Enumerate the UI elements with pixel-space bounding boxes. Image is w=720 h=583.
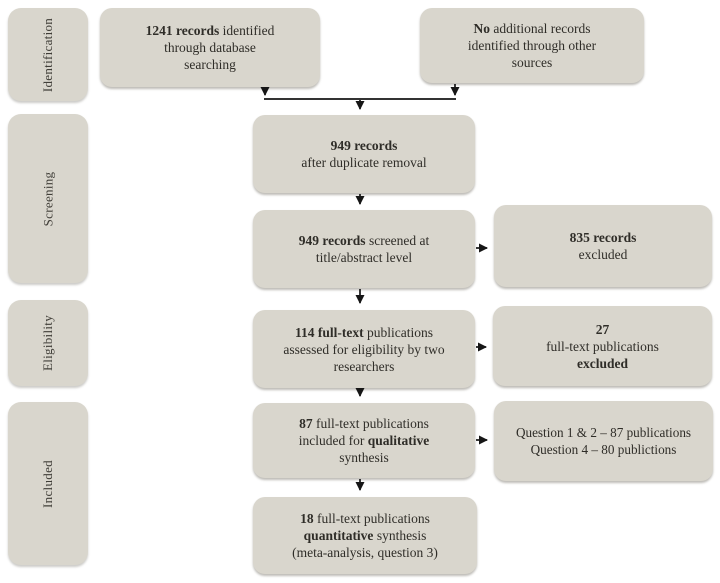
stage-identification: Identification	[8, 8, 88, 101]
stage-label-identification: Identification	[39, 17, 55, 92]
stage-eligibility: Eligibility	[8, 300, 88, 386]
stage-label-screening: Screening	[40, 171, 55, 226]
stage-label-included: Included	[39, 459, 55, 508]
stage-label-eligibility: Eligibility	[40, 314, 55, 372]
stage-included: Included	[8, 402, 88, 565]
stage-screening: Screening	[8, 114, 88, 283]
